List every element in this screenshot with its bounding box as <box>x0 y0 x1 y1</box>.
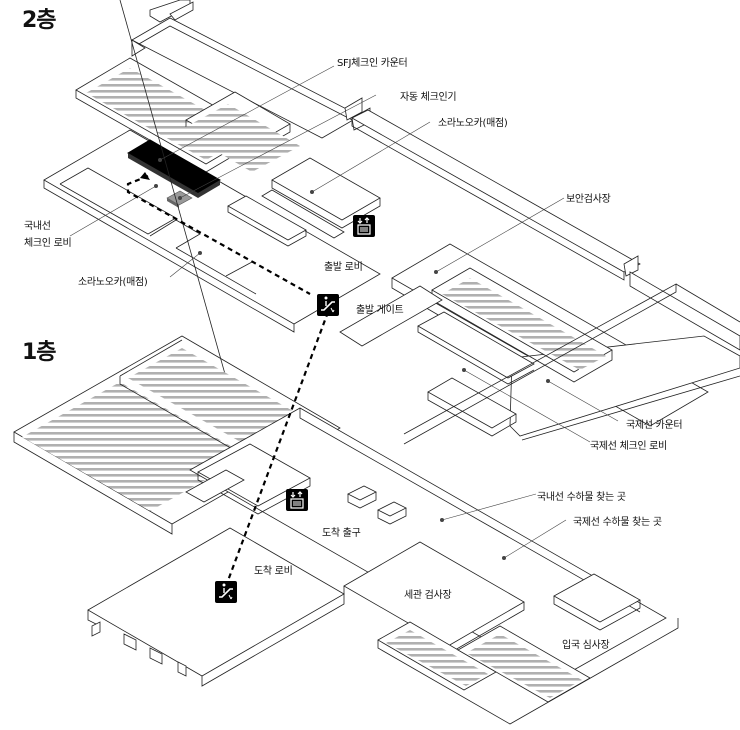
label-sfj-checkin-counter: SFJ체크인 카운터 <box>337 58 408 69</box>
label-intl-checkin-lobby: 국제선 체크인 로비 <box>590 441 667 452</box>
label-departure-lobby: 출발 로비 <box>324 262 363 273</box>
floor-title-1f: 1층 <box>22 340 57 365</box>
label-arrival-exit: 도착 출구 <box>322 528 361 539</box>
route-path-vertical <box>224 311 330 587</box>
label-domestic-baggage-claim: 국내선 수하물 찾는 곳 <box>537 492 626 503</box>
route-path <box>126 174 311 295</box>
escalator-icon <box>215 581 237 603</box>
label-shop-soranooka-bottom: 소라노오카(매점) <box>78 277 148 288</box>
floor-2f-plan <box>43 0 740 445</box>
label-shop-soranooka-top: 소라노오카(매점) <box>438 118 508 129</box>
label-intl-counter: 국제선 카운터 <box>626 420 683 431</box>
label-domestic-checkin-lobby: 국내선 체크인 로비 <box>24 221 72 249</box>
escalator-icon <box>317 294 339 316</box>
elevator-icon <box>286 489 308 511</box>
label-security-check: 보안검사장 <box>566 194 611 205</box>
floor-title-2f: 2층 <box>22 8 57 33</box>
label-auto-checkin-kiosk: 자동 체크인기 <box>400 92 457 103</box>
route-arrow <box>140 172 150 180</box>
elevator-icon <box>353 215 375 237</box>
leader-lines <box>69 65 619 560</box>
label-immigration: 입국 심사장 <box>562 640 610 651</box>
label-intl-baggage-claim: 국제선 수하물 찾는 곳 <box>573 517 662 528</box>
label-departure-gate: 출발 게이트 <box>356 305 404 316</box>
label-customs-inspection: 세관 검사장 <box>404 590 452 601</box>
label-arrival-lobby: 도착 로비 <box>254 566 293 577</box>
